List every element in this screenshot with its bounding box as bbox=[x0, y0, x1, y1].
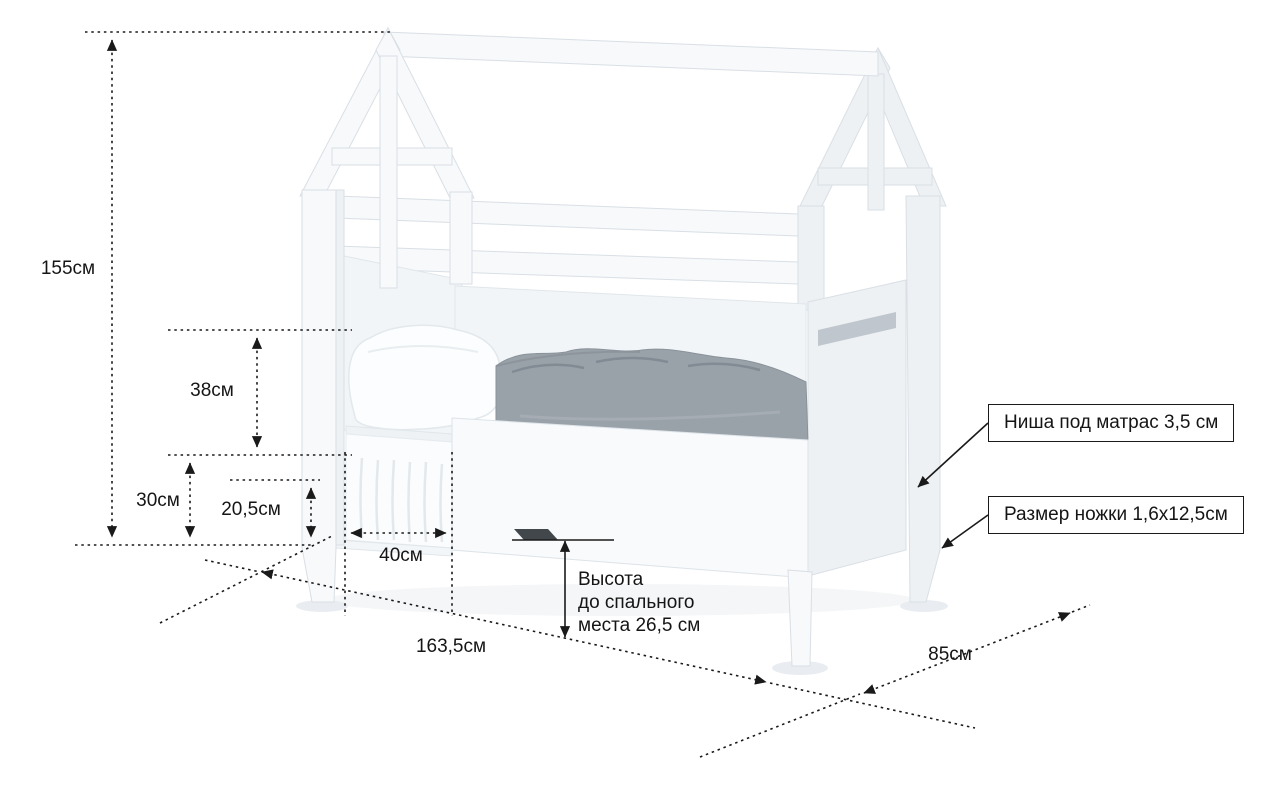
dimension-label-opening-width: 40см bbox=[379, 545, 423, 566]
callout-leg-size-text: Размер ножки 1,6х12,5см bbox=[1004, 504, 1228, 525]
mattress-niche-slot bbox=[818, 312, 896, 346]
dimension-label-total-height: 155см bbox=[40, 258, 96, 279]
dimension-label-clearance: 20,5см bbox=[221, 499, 281, 520]
sleeping-height-note-line1: Высота bbox=[578, 569, 644, 590]
callout-leg-size: Размер ножки 1,6х12,5см bbox=[988, 496, 1244, 534]
ridge-beam bbox=[383, 31, 879, 77]
dimension-label-depth: 85см bbox=[928, 644, 972, 665]
blanket bbox=[495, 348, 809, 443]
foot-panel bbox=[807, 279, 907, 577]
callout-arrows bbox=[917, 422, 989, 549]
sleeping-height-indicator bbox=[512, 529, 614, 638]
dimension-arrows bbox=[106, 39, 1071, 694]
dimension-label-base-height: 30см bbox=[136, 490, 180, 511]
sleeping-height-note: Высота до спального места 26,5 см bbox=[578, 568, 700, 637]
dimension-label-rail-height: 38см bbox=[190, 380, 234, 401]
dimension-tick-lines bbox=[75, 31, 453, 616]
callout-mattress-niche: Ниша под матрас 3,5 см bbox=[988, 404, 1235, 442]
legs bbox=[787, 569, 813, 667]
floor-projection-lines bbox=[159, 535, 1091, 758]
slat-mark bbox=[514, 529, 558, 540]
pillow bbox=[348, 324, 503, 431]
mattress-front bbox=[345, 425, 453, 549]
house-frame-back bbox=[797, 46, 947, 603]
sleeping-height-note-line2: до спального bbox=[578, 592, 695, 613]
sleeping-height-note-line3: места 26,5 см bbox=[578, 615, 701, 636]
callout-mattress-niche-text: Ниша под матрас 3,5 см bbox=[1004, 412, 1219, 433]
dimension-label-length: 163,5см bbox=[415, 636, 487, 657]
